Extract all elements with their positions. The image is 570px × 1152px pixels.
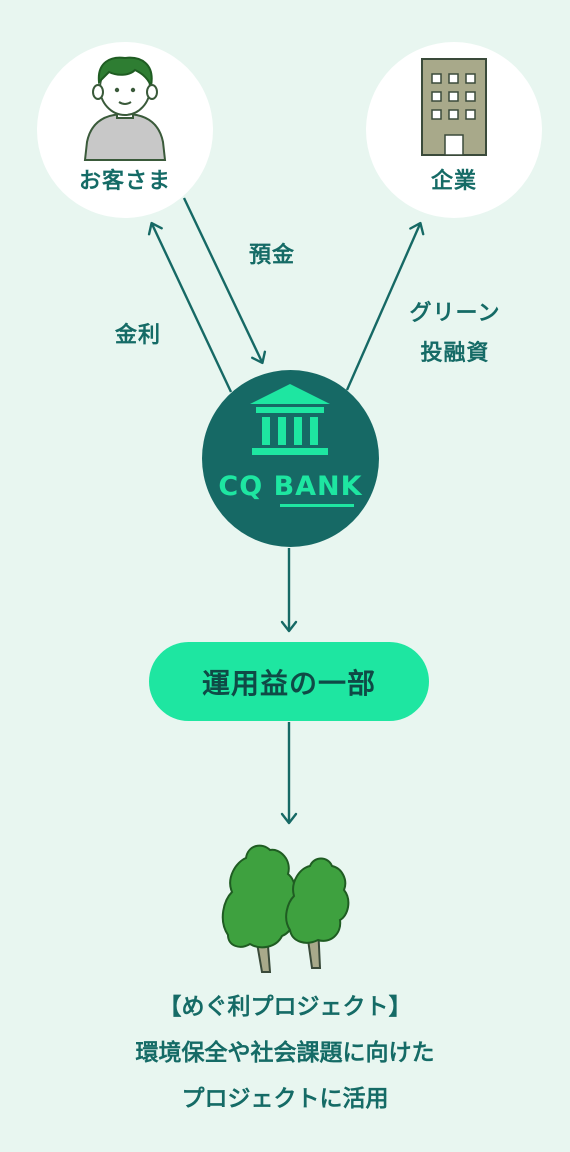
green-finance-label-line2: 投融資 (420, 341, 490, 366)
company-label: 企業 (430, 169, 477, 194)
green-finance-arrow (345, 221, 425, 391)
bank-brand-logo: CQ BANK (218, 471, 363, 502)
green-finance-label-line1: グリーン (409, 301, 501, 326)
building-icon (421, 58, 487, 156)
customer-label: お客さま (78, 169, 171, 194)
bank-brand-underline (280, 504, 354, 507)
customer-node: お客さま (37, 42, 213, 218)
caption-line1: 【めぐ利プロジェクト】 (158, 994, 412, 1020)
company-node: 企業 (366, 42, 542, 218)
deposit-label: 預金 (248, 243, 295, 268)
deposit-arrow (182, 197, 267, 365)
caption-line2: 環境保全や社会課題に向けた (135, 1040, 435, 1066)
bank-building-icon (250, 384, 330, 455)
bank-node: CQ BANK (202, 370, 379, 547)
person-icon (83, 56, 167, 161)
profit-badge: 運用益の一部 (149, 642, 429, 721)
caption-line3: プロジェクトに活用 (181, 1086, 389, 1112)
interest-label: 金利 (114, 323, 161, 348)
interest-arrow (147, 221, 233, 393)
